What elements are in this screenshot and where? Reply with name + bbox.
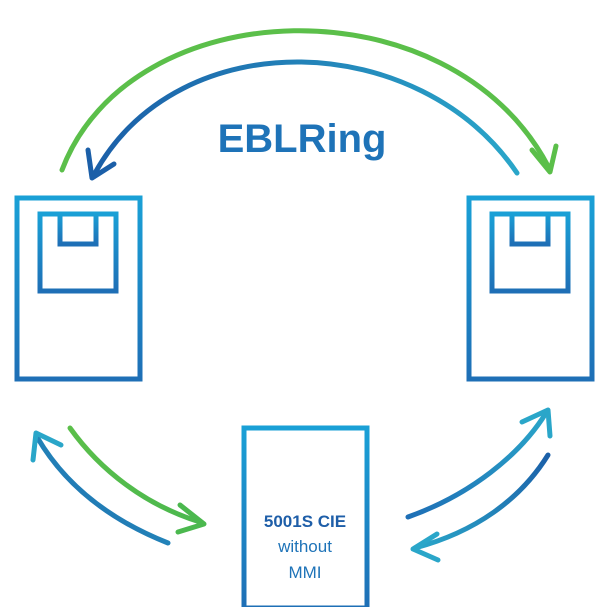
top-arc-blue-arrowhead [85,147,117,181]
right-down-arrow [412,452,551,551]
center-cie-device: 5001S CIE without MMI [241,425,370,607]
left-down-arrowhead [175,502,207,535]
top-arc-green-arrow [59,28,551,173]
right-panel-device [466,195,595,382]
top-arc-blue-arrow [92,59,520,176]
right-up-arrow [405,410,549,520]
top-arc-green-arrowhead [529,143,559,175]
right-up-arrowhead [519,407,553,439]
left-down-arrow [67,425,203,525]
left-up-arrow [34,434,171,546]
center-device-line2: without [277,537,332,556]
center-device-model: 5001S CIE [264,512,346,531]
left-panel-device [14,195,143,382]
diagram-title: EBLRing [218,117,387,161]
right-down-arrowhead [410,531,441,563]
left-up-arrowhead [30,430,64,463]
center-device-line3: MMI [288,563,321,582]
